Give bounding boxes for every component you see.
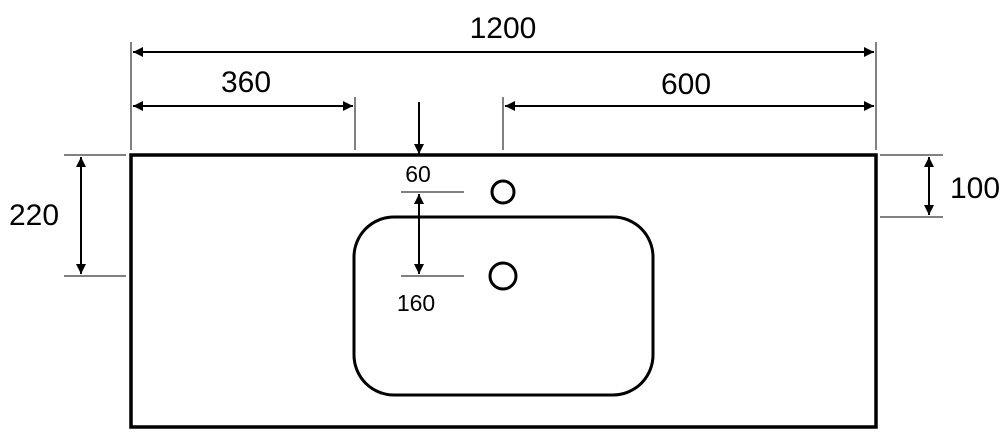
label-inner-top: 60	[405, 161, 431, 187]
label-inner-lower: 160	[397, 290, 435, 316]
label-right-height: 100	[950, 172, 1000, 205]
label-left-height: 220	[9, 199, 59, 232]
countertop-outline	[129, 153, 878, 429]
label-overall-width: 1200	[470, 12, 537, 45]
tap-hole-upper	[490, 179, 516, 205]
tap-hole-lower	[488, 261, 518, 291]
label-taphole-to-right: 600	[661, 68, 711, 101]
label-left-to-basin: 360	[221, 66, 271, 99]
basin-bowl	[352, 215, 655, 397]
